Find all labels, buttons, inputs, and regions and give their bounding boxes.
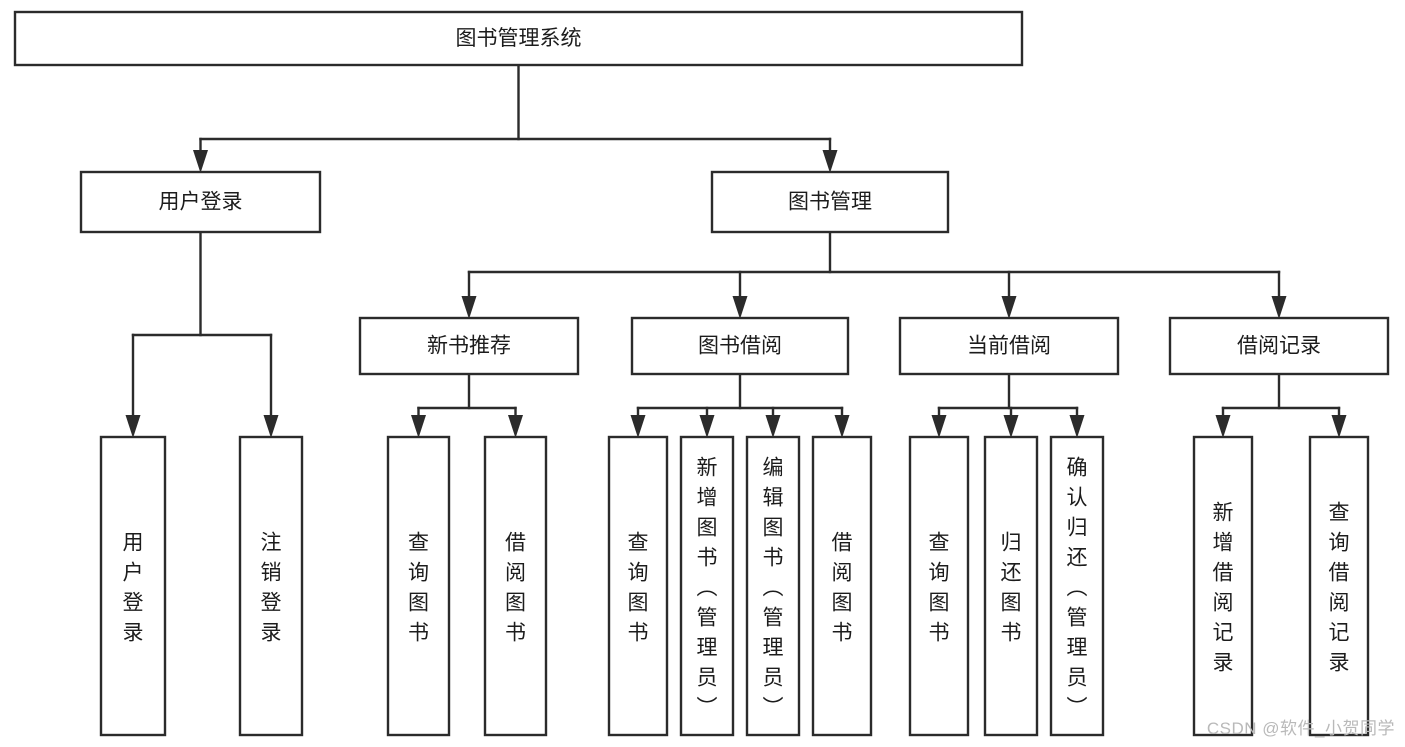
node-box-user-login[interactable] xyxy=(79,170,322,234)
node-label-leaf-user-login: 用户登录 xyxy=(123,531,144,644)
node-leaf-query-books-rec[interactable]: 查询图书 xyxy=(386,435,451,737)
node-borrow-record[interactable]: 借阅记录 xyxy=(1168,316,1390,376)
node-leaf-borrow-books-rec[interactable]: 借阅图书 xyxy=(483,435,548,737)
node-leaf-add-book-admin[interactable]: 新增图书︵管理员︶ xyxy=(679,435,735,737)
node-box-root[interactable] xyxy=(13,10,1024,67)
node-label-leaf-logout: 注销登录 xyxy=(261,531,282,644)
node-box-new-book-recommend[interactable] xyxy=(358,316,580,376)
node-box-leaf-return-book[interactable] xyxy=(983,435,1039,737)
connector-group-borrow-record xyxy=(1215,372,1347,438)
node-box-leaf-borrow-books-rec[interactable] xyxy=(483,435,548,737)
node-book-borrow[interactable]: 图书借阅 xyxy=(630,316,850,376)
connector-group-book-borrow xyxy=(630,372,850,438)
node-box-leaf-query-books-current[interactable] xyxy=(908,435,970,737)
node-new-book-recommend[interactable]: 新书推荐 xyxy=(358,316,580,376)
watermark-label: CSDN @软件_小贺同学 xyxy=(1206,719,1395,738)
node-leaf-borrow-book[interactable]: 借阅图书 xyxy=(811,435,873,737)
node-leaf-logout[interactable]: 注销登录 xyxy=(238,435,304,737)
node-box-borrow-record[interactable] xyxy=(1168,316,1390,376)
connector-group-user-login xyxy=(125,230,279,438)
arrow-head-icon xyxy=(461,296,477,319)
node-label-borrow-record: 借阅记录 xyxy=(1237,335,1321,358)
node-leaf-add-borrow-record[interactable]: 新增借阅记录 xyxy=(1192,435,1254,737)
arrow-head-icon xyxy=(508,415,523,438)
connector-group-current-borrow xyxy=(931,372,1085,438)
node-label-new-book-recommend: 新书推荐 xyxy=(427,335,511,358)
node-user-login[interactable]: 用户登录 xyxy=(79,170,322,234)
node-leaf-confirm-return-admin[interactable]: 确认归还︵管理员︶ xyxy=(1049,435,1105,737)
node-label-book-borrow: 图书借阅 xyxy=(698,335,782,358)
node-box-leaf-edit-book-admin[interactable] xyxy=(745,435,801,737)
node-layer: 图书管理系统用户登录图书管理新书推荐图书借阅当前借阅借阅记录用户登录注销登录查询… xyxy=(13,10,1390,737)
node-label-leaf-query-books-borrow: 查询图书 xyxy=(628,531,649,644)
connector-group-root xyxy=(193,63,838,173)
node-box-leaf-borrow-book[interactable] xyxy=(811,435,873,737)
node-current-borrow[interactable]: 当前借阅 xyxy=(898,316,1120,376)
node-box-leaf-query-books-borrow[interactable] xyxy=(607,435,669,737)
node-label-leaf-confirm-return-admin: 确认归还︵管理员︶ xyxy=(1067,456,1088,719)
node-box-leaf-query-borrow-record[interactable] xyxy=(1308,435,1370,737)
arrow-head-icon xyxy=(765,415,781,438)
node-label-leaf-add-borrow-record: 新增借阅记录 xyxy=(1213,501,1234,674)
node-leaf-user-login[interactable]: 用户登录 xyxy=(99,435,167,737)
arrow-head-icon xyxy=(931,415,947,438)
node-book-management[interactable]: 图书管理 xyxy=(710,170,950,234)
node-leaf-query-borrow-record[interactable]: 查询借阅记录 xyxy=(1308,435,1370,737)
connector-group-new-book-recommend xyxy=(411,372,523,438)
arrow-head-icon xyxy=(1271,296,1287,319)
node-box-book-borrow[interactable] xyxy=(630,316,850,376)
arrow-head-icon xyxy=(822,150,838,173)
node-box-leaf-add-borrow-record[interactable] xyxy=(1192,435,1254,737)
node-label-leaf-query-borrow-record: 查询借阅记录 xyxy=(1329,501,1350,674)
arrow-head-icon xyxy=(125,415,141,438)
node-label-book-management: 图书管理 xyxy=(788,191,872,214)
node-box-leaf-logout[interactable] xyxy=(238,435,304,737)
node-leaf-return-book[interactable]: 归还图书 xyxy=(983,435,1039,737)
arrow-head-icon xyxy=(411,415,426,438)
node-leaf-edit-book-admin[interactable]: 编辑图书︵管理员︶ xyxy=(745,435,801,737)
node-box-leaf-confirm-return-admin[interactable] xyxy=(1049,435,1105,737)
arrow-head-icon xyxy=(732,296,748,319)
node-label-root: 图书管理系统 xyxy=(456,27,582,50)
node-label-user-login: 用户登录 xyxy=(159,191,243,214)
node-leaf-query-books-borrow[interactable]: 查询图书 xyxy=(607,435,669,737)
arrow-head-icon xyxy=(193,150,208,173)
node-label-leaf-return-book: 归还图书 xyxy=(1001,531,1022,644)
node-label-current-borrow: 当前借阅 xyxy=(967,335,1051,358)
arrow-head-icon xyxy=(1069,415,1085,438)
node-label-leaf-borrow-book: 借阅图书 xyxy=(832,531,853,644)
arrow-head-icon xyxy=(1003,415,1019,438)
node-label-leaf-borrow-books-rec: 借阅图书 xyxy=(505,531,526,644)
node-box-current-borrow[interactable] xyxy=(898,316,1120,376)
node-box-leaf-user-login[interactable] xyxy=(99,435,167,737)
connector-layer xyxy=(125,63,1347,438)
node-label-leaf-query-books-rec: 查询图书 xyxy=(408,531,429,644)
node-box-leaf-add-book-admin[interactable] xyxy=(679,435,735,737)
node-box-book-management[interactable] xyxy=(710,170,950,234)
node-label-leaf-add-book-admin: 新增图书︵管理员︶ xyxy=(697,456,718,719)
arrow-head-icon xyxy=(630,415,646,438)
arrow-head-icon xyxy=(263,415,279,438)
node-root[interactable]: 图书管理系统 xyxy=(13,10,1024,67)
arrow-head-icon xyxy=(1001,296,1017,319)
node-leaf-query-books-current[interactable]: 查询图书 xyxy=(908,435,970,737)
arrow-head-icon xyxy=(834,415,850,438)
node-box-leaf-query-books-rec[interactable] xyxy=(386,435,451,737)
node-label-leaf-query-books-current: 查询图书 xyxy=(929,531,950,644)
arrow-head-icon xyxy=(699,415,715,438)
connector-group-book-management xyxy=(461,230,1287,319)
node-label-leaf-edit-book-admin: 编辑图书︵管理员︶ xyxy=(763,456,784,719)
arrow-head-icon xyxy=(1331,415,1347,438)
arrow-head-icon xyxy=(1215,415,1231,438)
